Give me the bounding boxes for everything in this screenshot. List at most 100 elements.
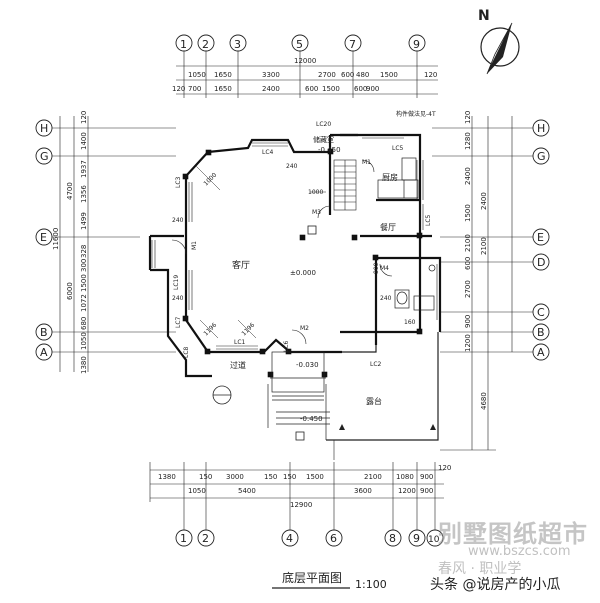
elevation-mark: -0.450 [318,146,341,154]
elevation-mark: -0.450 [300,415,323,423]
dim-text: 1200 [398,487,416,495]
entrance-steps [267,351,330,440]
dim-text: 600 [341,71,354,79]
window-tag: LC2 [370,361,382,368]
bottom-axis-bubbles [175,529,444,547]
room-label-storage: 储藏室 [313,135,334,144]
axis-label: H [537,122,545,135]
dim-text: 2700 [318,71,336,79]
dim-text: 900 [420,487,433,495]
watermark-url: www.bszcs.com [468,544,571,559]
right-dimension-lines [432,116,533,451]
dim-text: 1000 [308,189,323,196]
window-tag: LC7 [175,316,182,328]
dim-text: 1650 [214,85,232,93]
axis-label: 1 [180,532,187,545]
dim-text: 3300 [262,71,280,79]
window-tag: LC4 [262,149,274,156]
dim-text: 2400 [464,167,472,185]
door-tag: M3 [312,209,321,216]
room-label-kitchen: 厨房 [382,172,398,182]
wall-columns [182,148,423,378]
window-tag: LC3 [175,176,182,188]
elevation-mark: -0.030 [296,361,319,369]
dim-text: 4680 [480,392,488,410]
axis-label: E [40,231,47,244]
axis-label: H [40,122,48,135]
dim-text: 120 [464,111,472,124]
elevation-mark: ±0.000 [290,269,316,277]
room-label-dining: 餐厅 [380,223,396,232]
staircase [333,159,357,211]
axis-label: 2 [202,532,209,545]
dim-text: 1500 [380,71,398,79]
dim-text: 1500 [322,85,340,93]
dim-text: 1400 [80,132,88,150]
dim-text: 11600 [52,228,60,250]
drawing-title: 底层平面图 [282,570,342,585]
dim-text: 1500 [464,204,472,222]
dim-text: 12900 [290,501,312,509]
axis-label: 2 [202,38,209,51]
top-dimension-lines [176,51,438,98]
dim-text: 1050 [188,71,206,79]
dim-text: 4700 [66,182,74,200]
dim-text: 1196 [240,322,256,338]
dim-text: 600 [305,85,318,93]
dim-text: 1196 [202,322,218,338]
dim-text: 150 [199,473,212,481]
axis-label: E [537,231,544,244]
dim-text: 240 [286,163,298,170]
dim-text: 900 [464,315,472,328]
axis-label: C [537,306,545,319]
dim-text: 900 [420,473,433,481]
watermark-text: 别墅图纸超市 [438,520,588,548]
dim-text: 2100 [464,234,472,252]
door-tag: M1 [191,241,198,250]
axis-label: 9 [413,532,420,545]
dim-text: 2700 [464,280,472,298]
dim-text: 1050 [80,332,88,350]
window-tag: LC5 [425,214,432,226]
axis-label: D [537,256,545,269]
dim-text: 3600 [354,487,372,495]
dim-text: 1937 [80,160,88,178]
dim-text: 1500 [80,274,88,292]
dim-text: 1050 [188,487,206,495]
window-tag: LC20 [316,121,331,128]
dim-text: 600 [464,257,472,270]
dim-text: 2100 [364,473,382,481]
watermark-subtext: 春风 · 职业学 [438,561,522,577]
axis-label: 1 [180,38,187,51]
door-swings [171,159,393,345]
dim-text: 150 [264,473,277,481]
dim-text: 1072 [80,294,88,312]
dim-text: 240 [380,295,392,302]
axis-label: B [40,326,48,339]
internal-dimensions [195,165,326,339]
dim-text: 1380 [158,473,176,481]
dim-text: 1500 [306,473,324,481]
dim-text: 1000 [202,172,218,188]
dim-text: 1280 [464,132,472,150]
dim-text: 1200 [464,334,472,352]
dim-text: 480 [356,71,369,79]
room-label-living: 客厅 [232,259,250,271]
drawing-scale: 1:100 [355,578,387,591]
dim-text: 120 [172,85,185,93]
dim-text: 120 [424,71,437,79]
axis-label: G [40,150,49,163]
dim-text: 3000 [226,473,244,481]
kitchen-counter [377,157,419,199]
bottom-dimension-lines [149,462,444,530]
axis-label: 10 [428,535,440,545]
axis-label: 5 [296,38,303,51]
axis-label: G [537,150,546,163]
door-tag: M4 [380,265,389,272]
axis-label: 3 [234,38,241,51]
section-marks [212,225,317,441]
window-tag: LC1 [234,339,246,346]
dim-text: 680 [80,317,88,330]
